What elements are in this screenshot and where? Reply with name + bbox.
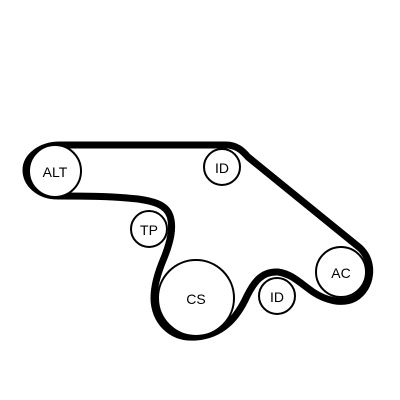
tensioner-label: TP xyxy=(140,222,158,238)
idler-pulley-bottom: ID xyxy=(258,277,296,315)
tensioner-pulley: TP xyxy=(130,210,168,248)
serpentine-belt xyxy=(22,141,374,341)
crankshaft-pulley: CS xyxy=(157,259,235,337)
alternator-label: ALT xyxy=(43,164,68,180)
idler-pulley-top: ID xyxy=(203,148,241,186)
alternator-pulley: ALT xyxy=(28,144,82,198)
idler-top-label: ID xyxy=(215,160,229,176)
ac-compressor-pulley: AC xyxy=(315,246,367,298)
idler-bottom-label: ID xyxy=(270,289,284,305)
crankshaft-label: CS xyxy=(186,291,205,307)
ac-label: AC xyxy=(331,265,350,281)
